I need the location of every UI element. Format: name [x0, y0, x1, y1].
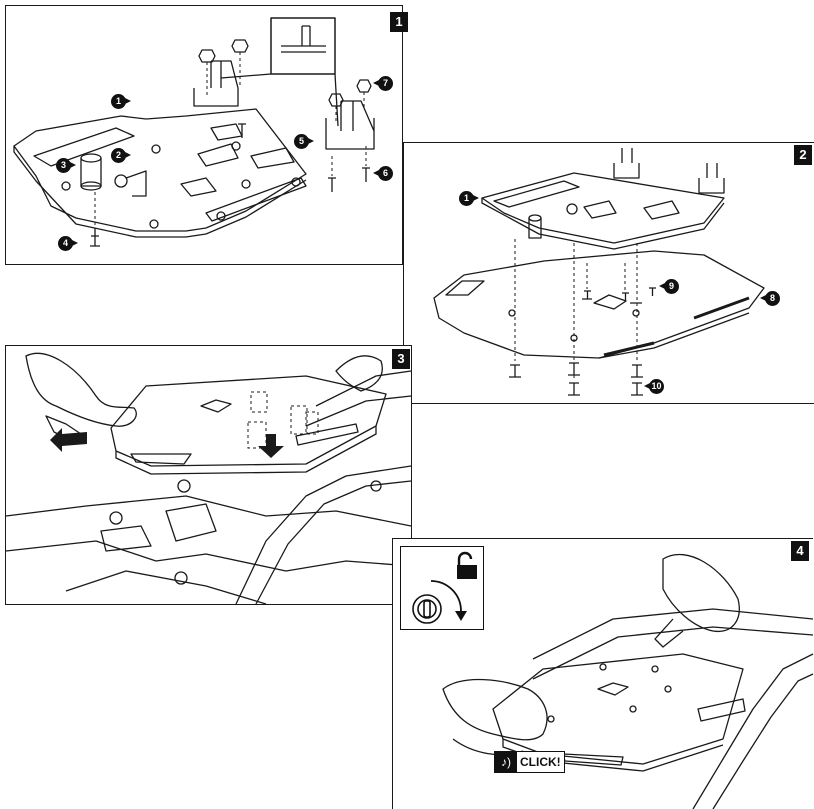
click-confirmation-label: ♪) CLICK!: [494, 751, 565, 773]
speaker-sound-icon: ♪): [495, 752, 517, 772]
part-callout-6: 6: [373, 166, 393, 181]
part-callout-5: 5: [294, 134, 314, 149]
part-callout-1: 1: [459, 191, 479, 206]
step-number-badge: 3: [392, 349, 410, 369]
step-number-badge: 2: [794, 145, 812, 165]
part-callout-1: 1: [111, 94, 131, 109]
part-callout-4: 4: [58, 236, 78, 251]
unlock-instruction-inset: [400, 546, 484, 630]
step-number-badge: 4: [791, 541, 809, 561]
step-3-panel: 3: [5, 345, 412, 605]
padlock-open-icon: [457, 551, 477, 579]
part-callout-10: 10: [644, 379, 664, 394]
click-text: CLICK!: [520, 755, 561, 769]
base-plate-exploded-drawing: [433, 148, 765, 396]
rack-plate-exploded-drawing: [13, 17, 375, 247]
part-callout-2: 2: [111, 148, 131, 163]
step-number-badge: 1: [390, 12, 408, 32]
part-callout-7: 7: [373, 76, 393, 91]
step-2-panel: 2 1 8 9 10: [403, 142, 814, 404]
part-callout-9: 9: [659, 279, 679, 294]
plate-install-drawing: [5, 352, 412, 605]
lock-plate-drawing: [442, 553, 814, 809]
step-1-panel: 1 1 2 3 4 5 6 7: [5, 5, 408, 265]
key-cylinder-icon: [412, 580, 467, 624]
part-callout-8: 8: [760, 291, 780, 306]
part-callout-3: 3: [56, 158, 76, 173]
step-4-panel: ♪) CLICK! 4: [392, 538, 814, 809]
